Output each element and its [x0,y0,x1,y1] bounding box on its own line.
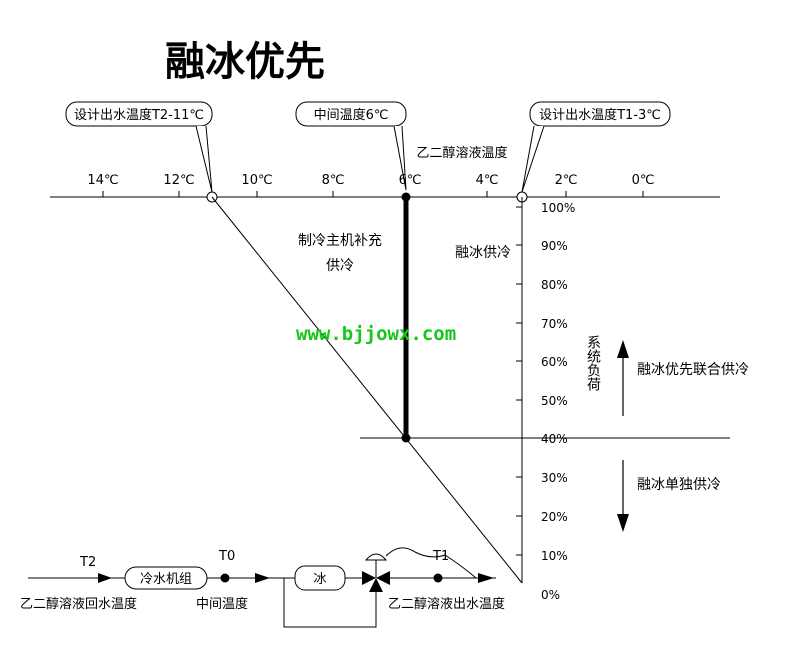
load-axis-label: 系统负荷 [585,335,601,392]
single-mode-label: 融冰单独供冷 [637,477,721,493]
t1-sensor [433,573,443,583]
flow-arrow-icon [255,573,270,583]
flow-arrow-icon [98,573,112,583]
callout-mid-temp: 中间温度6℃ [295,101,407,191]
callout-inlet-design: 设计出水温度T2-11℃ [65,101,213,193]
temp-tick-label: 6℃ [399,173,422,188]
combined-mode-label: 融冰优先联合供冷 [637,362,749,378]
temp-tick-label: 2℃ [555,173,578,188]
flow-schematic: T2 冷水机组 T0 冰 T1 乙二醇溶液回水温度 中间温度 乙二醇溶液出水温度 [20,547,505,628]
load-tick-label: 40% [541,432,568,446]
chiller-region-label-1: 制冷主机补充 [298,233,382,249]
t2-label: T2 [79,555,96,570]
load-tick-label: 10% [541,549,568,563]
up-arrow-icon [617,340,629,358]
temperature-tick-marks [102,191,644,197]
load-tick-label: 90% [541,239,568,253]
t0-sensor [220,573,230,583]
down-arrow-icon [617,514,629,532]
t1-label: T1 [432,549,449,564]
temp-tick-label: 14℃ [87,173,118,188]
t0-label: T0 [218,549,235,564]
valve-icon [369,578,383,592]
watermark-text: www.bjjowx.com [296,323,456,345]
return-temp-label: 乙二醇溶液回水温度 [20,596,137,612]
ice-tank-label: 冰 [313,572,326,587]
temp-tick-label: 12℃ [163,173,194,188]
mid-temp-label: 中间温度 [196,596,248,612]
temp-tick-label: 0℃ [632,173,655,188]
temperature-axis-label: 乙二醇溶液温度 [416,145,507,161]
chiller-region-label-2: 供冷 [326,258,354,274]
diagonal-load-line [211,196,523,584]
load-tick-label: 50% [541,394,568,408]
bypass-pipe [283,578,377,628]
callout-mid-text: 中间温度6℃ [314,107,389,123]
load-tick-label: 60% [541,355,568,369]
temp-tick-label: 4℃ [476,173,499,188]
valve-icon [376,571,390,585]
temperature-ticks: 14℃ 12℃ 10℃ 8℃ 6℃ 4℃ 2℃ 0℃ [87,173,654,188]
supply-temp-label: 乙二醇溶液出水温度 [388,596,505,612]
load-ticks: 100% 90% 80% 70% 60% 50% 40% 30% 20% 10%… [541,201,575,602]
temp-tick-label: 8℃ [322,173,345,188]
ice-region-label: 融冰供冷 [455,245,511,261]
load-tick-marks [516,206,522,556]
callout-outlet-design: 设计出水温度T1-3℃ [521,101,671,193]
valve-icon [362,571,376,585]
diagram-title: 融冰优先 [165,39,325,85]
callout-inlet-text: 设计出水温度T2-11℃ [74,107,204,123]
load-tick-label: 0% [541,588,560,602]
callout-outlet-text: 设计出水温度T1-3℃ [539,107,661,123]
load-tick-label: 80% [541,278,568,292]
temp-tick-label: 10℃ [241,173,272,188]
actuator-icon [364,553,388,561]
load-tick-label: 100% [541,201,575,215]
load-tick-label: 30% [541,471,568,485]
chiller-label: 冷水机组 [140,572,192,587]
load-tick-label: 70% [541,317,568,331]
flow-arrow-icon [478,573,494,583]
load-tick-label: 20% [541,510,568,524]
mid-top-dot [401,192,411,202]
control-signal-line [385,547,477,579]
